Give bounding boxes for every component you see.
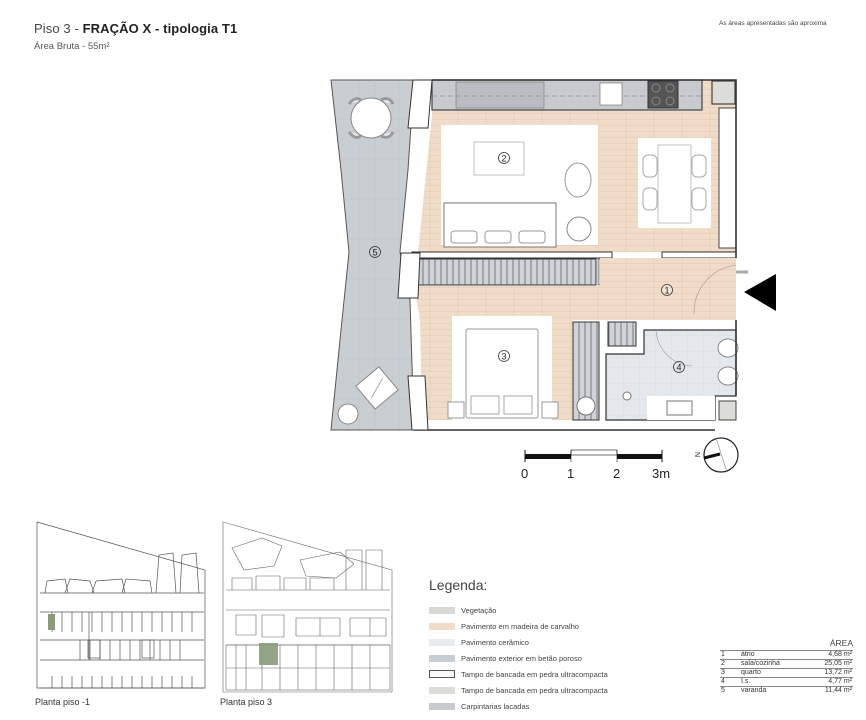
bedroom-wardrobe: [413, 258, 597, 286]
legend-item-stone-counter-grey: Tampo de bancada em pedra ultracompacta: [429, 682, 608, 698]
scale-label-3: 3m: [652, 466, 671, 481]
room-marker-3: 3: [498, 350, 510, 362]
entrance-arrow-icon: [744, 274, 776, 311]
room-name: I.s.: [740, 677, 806, 687]
bidet-icon: [717, 366, 739, 386]
legend-swatch: [429, 638, 455, 646]
site-plan-floor3-highlight: [259, 643, 278, 665]
room-number: 1: [720, 650, 740, 660]
balcony-side-table-icon: [337, 403, 359, 425]
sofa-icon: [443, 202, 557, 248]
room-area: 4,77 m²: [805, 677, 853, 687]
legend-item-oak-floor: Pavimento em madeira de carvalho: [429, 618, 608, 634]
toilet-icon: [717, 338, 739, 358]
legend-item-lacquered-carpentry: Carpintarias lacadas: [429, 698, 608, 714]
legend-swatch: [429, 622, 455, 630]
room-marker-5: 5: [369, 246, 381, 258]
room-entrance-hall: [600, 258, 748, 320]
room-name: varanda: [740, 686, 806, 695]
scale-label-0: 0: [521, 466, 529, 481]
room-area: 11,44 m²: [805, 686, 853, 695]
legend-swatch: [429, 686, 455, 694]
site-plan-caption-basement: Planta piso -1: [35, 697, 91, 707]
site-plan-floor3: [222, 521, 393, 693]
site-plan-caption-floor3: Planta piso 3: [220, 697, 273, 707]
dining-table-icon: [657, 144, 692, 224]
legend-swatch: [429, 654, 455, 662]
page-title: Piso 3 - FRAÇÃO X - tipologia T1: [34, 21, 237, 36]
room-living-kitchen: [418, 79, 737, 252]
svg-text:2: 2: [501, 153, 506, 163]
room-area: 4,68 m²: [805, 650, 853, 660]
site-plan-basement: [36, 521, 206, 689]
room-name: átrio: [740, 650, 806, 660]
room-bedroom: [414, 286, 600, 421]
title-prefix: Piso 3 -: [34, 21, 83, 36]
room-marker-4: 4: [673, 361, 685, 373]
legend: Legenda: Vegetação Pavimento em madeira …: [429, 577, 608, 714]
gross-area-label: Área Bruta - 55m²: [34, 41, 110, 52]
balcony-table-icon: [347, 97, 395, 139]
outer-walls: [414, 79, 737, 431]
legend-swatch: [429, 702, 455, 710]
room-number: 2: [720, 659, 740, 669]
room-name: quarto: [740, 668, 806, 678]
svg-text:5: 5: [372, 247, 377, 257]
svg-text:4: 4: [676, 362, 681, 372]
room-area: 25,05 m²: [805, 659, 853, 669]
room-marker-2: 2: [498, 152, 510, 164]
legend-label: Pavimento em madeira de carvalho: [461, 621, 579, 631]
legend-label: Pavimento cerâmico: [461, 637, 529, 647]
cooktop-icon: [647, 80, 679, 109]
legend-label: Tampo de bancada em pedra ultracompacta: [461, 685, 608, 695]
shower-icon: [622, 391, 632, 401]
room-name: sala/cozinha: [740, 659, 806, 669]
legend-item-stone-counter-white: Tampo de bancada em pedra ultracompacta: [429, 666, 608, 682]
scale-bar: [524, 449, 663, 462]
areas-disclaimer: As áreas apresentadas são aproxima: [719, 20, 827, 27]
room-number: 4: [720, 677, 740, 687]
room-marker-1: 1: [661, 284, 673, 296]
balcony-lounge-chair-icon: [355, 366, 399, 410]
room-area: 13,72 m²: [805, 668, 853, 678]
room-balcony: [330, 79, 415, 431]
scale-label-2: 2: [613, 466, 621, 481]
north-label: N: [693, 451, 701, 458]
site-plan-basement-highlight: [48, 614, 55, 630]
svg-text:1: 1: [664, 285, 669, 295]
legend-label: Tampo de bancada em pedra ultracompacta: [461, 669, 608, 679]
legend-title: Legenda:: [429, 577, 488, 593]
svg-text:3: 3: [501, 351, 506, 361]
legend-item-exterior-concrete: Pavimento exterior em betão poroso: [429, 650, 608, 666]
legend-label: Vegetação: [461, 605, 497, 615]
legend-label: Pavimento exterior em betão poroso: [461, 653, 582, 663]
area-table-header: ÁREA: [829, 638, 853, 648]
legend-label: Carpintarias lacadas: [461, 701, 530, 711]
legend-swatch: [429, 606, 455, 614]
room-bathroom: [605, 329, 739, 421]
north-arrow-icon: [703, 437, 739, 473]
scale-label-1: 1: [567, 466, 575, 481]
sink-icon: [599, 82, 623, 106]
legend-item-ceramic-floor: Pavimento cerâmico: [429, 634, 608, 650]
legend-swatch: [429, 670, 455, 678]
room-number: 5: [720, 686, 740, 695]
legend-item-vegetation: Vegetação: [429, 602, 608, 618]
room-number: 3: [720, 668, 740, 678]
title-unit: FRAÇÃO X - tipologia T1: [82, 21, 238, 36]
